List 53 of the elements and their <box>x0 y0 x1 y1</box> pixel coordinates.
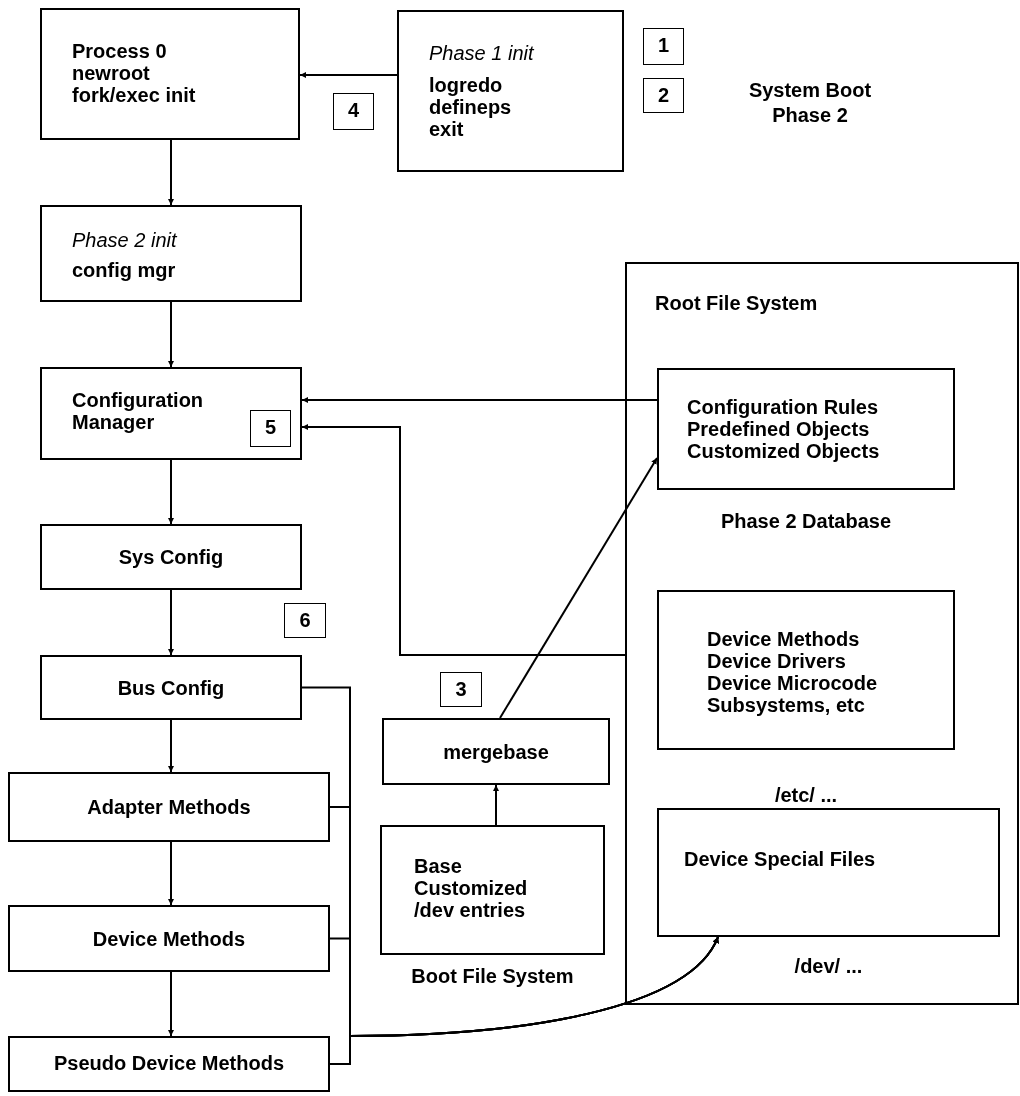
box-text: Base Customized /dev entries <box>414 855 529 921</box>
box-text: Configuration Rules Predefined Objects Customized Objects <box>687 396 881 462</box>
box-text: Sys Config <box>117 546 225 568</box>
callout-number: 6 <box>284 603 326 638</box>
box-heading: Phase 2 init <box>72 229 178 251</box>
box-text: Bus Config <box>116 677 226 699</box>
process-box <box>8 772 330 842</box>
arrow <box>168 301 174 368</box>
process-box <box>40 524 302 590</box>
arrow <box>299 72 398 78</box>
region-box <box>625 262 1019 1005</box>
arrow <box>168 719 174 773</box>
process-box <box>40 655 302 720</box>
callout-number: 1 <box>643 28 684 65</box>
box-text: Root File System <box>655 292 819 314</box>
process-box <box>8 905 330 972</box>
box-text: Process 0 newroot fork/exec init <box>72 40 197 106</box>
process-box <box>657 590 955 750</box>
caption-text: Phase 2 Database <box>719 510 893 532</box>
box-heading: Phase 1 init <box>429 42 535 64</box>
note-text: System Boot Phase 2 <box>747 78 873 128</box>
callout-number: 3 <box>440 672 482 707</box>
arrow <box>499 457 658 719</box>
box-text: Adapter Methods <box>86 796 252 818</box>
arrow <box>168 589 174 656</box>
caption-text: /dev/ ... <box>793 955 864 977</box>
box-text: Device Special Files <box>684 848 877 870</box>
process-box <box>40 205 302 302</box>
box-text: config mgr <box>72 259 177 281</box>
arrow <box>329 936 719 1065</box>
callout-number: 2 <box>643 78 684 113</box>
process-box <box>397 10 624 172</box>
callout-number: 5 <box>250 410 291 447</box>
process-box <box>40 367 302 460</box>
arrow <box>168 971 174 1037</box>
box-text: Device Methods <box>91 928 247 950</box>
arrow <box>301 424 626 656</box>
arrow <box>168 459 174 525</box>
box-text: mergebase <box>442 741 550 763</box>
arrow <box>168 841 174 906</box>
callout-number: 4 <box>333 93 374 130</box>
box-text: Configuration Manager <box>72 389 205 433</box>
arrow <box>493 784 499 826</box>
caption-text: Boot File System <box>410 965 575 987</box>
process-box <box>8 1036 330 1092</box>
process-box <box>40 8 300 140</box>
arrow <box>168 139 174 206</box>
process-box <box>382 718 610 785</box>
arrow <box>301 397 658 403</box>
box-text: Device Methods Device Drivers Device Microcode Subsystems, etc <box>707 628 879 716</box>
box-text: logredo defineps exit <box>429 74 513 140</box>
box-text: Pseudo Device Methods <box>52 1052 286 1074</box>
note-text: /etc/ ... <box>773 784 839 806</box>
